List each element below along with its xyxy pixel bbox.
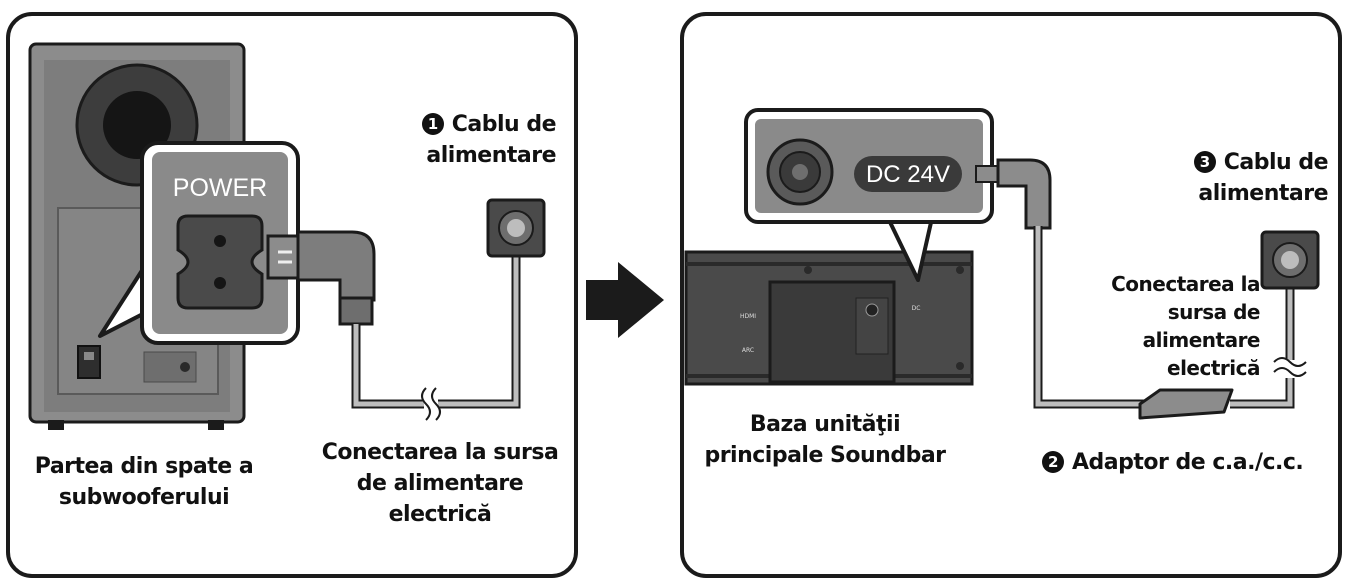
- outlet-connection-label: Conectarea la sursa de alimentare electr…: [321, 440, 559, 527]
- item1-number: 1: [421, 113, 444, 135]
- soundbar-illustration: HDMI ARC DC: [684, 250, 974, 386]
- svg-text:ARC: ARC: [742, 347, 754, 354]
- arrow-right-icon: [586, 262, 664, 338]
- dc-plug: [975, 158, 1052, 230]
- outlet-connection-label-right: Conectarea la sursa de alimentare electr…: [1111, 272, 1260, 380]
- power-cable: [351, 256, 521, 409]
- dc-jack-callout: DC 24V: [744, 108, 994, 224]
- break-symbol-icon: [421, 387, 441, 421]
- svg-text:DC: DC: [912, 305, 921, 312]
- svg-text:HDMI: HDMI: [740, 313, 756, 320]
- outlet-icon: [1260, 230, 1320, 290]
- subwoofer-caption: Partea din spate a subwooferului: [34, 454, 254, 510]
- item3-number: 3: [1193, 151, 1216, 173]
- dc-label: DC 24V: [866, 161, 950, 188]
- soundbar-caption: Baza unităţii principale Soundbar: [704, 412, 946, 468]
- dc-badge: [854, 156, 962, 192]
- break-symbol-icon: [1273, 357, 1307, 377]
- item2-number: 2: [1042, 451, 1064, 473]
- adapter-icon: [1138, 388, 1234, 420]
- outlet-icon: [486, 198, 546, 258]
- power-label: POWER: [173, 174, 267, 202]
- power-socket-icon: [176, 214, 264, 310]
